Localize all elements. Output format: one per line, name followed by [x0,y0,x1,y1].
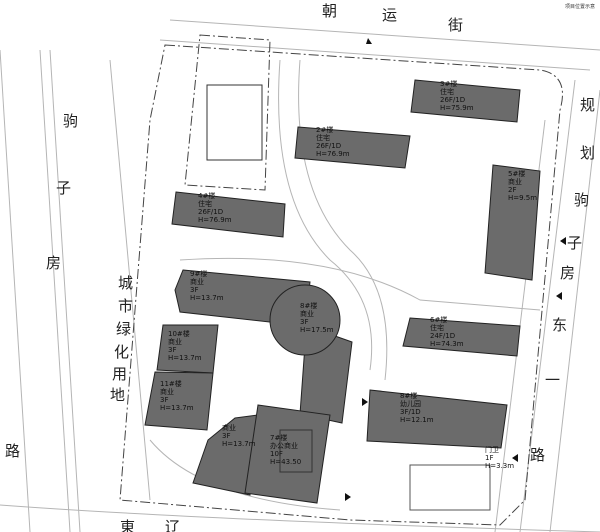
street-name-east: 东 [552,316,567,334]
building-label: H=76.9m [198,216,232,224]
building-label: 商业 [190,277,204,286]
street-name-south: 辽 [165,518,180,532]
building-label: H=13.7m [190,294,224,302]
green-space-label: 绿 [116,320,131,338]
green-space-label: 化 [114,343,129,361]
playground [409,464,491,511]
building-label: 9#楼 [190,269,207,278]
building-label: 3F [222,432,230,440]
building-label: H=3.3m [485,462,514,470]
street-name-west: 路 [5,442,20,460]
building-label: H=75.9m [440,104,474,112]
building-label: 8#楼 [300,301,317,310]
building-11 [144,371,214,431]
building-12 [192,414,259,496]
street-name-north: 运 [382,6,397,24]
building-label: 住宅 [316,133,330,142]
street-name-west: 驹 [63,112,78,130]
building-4 [171,191,286,238]
building-label: H=13.7m [160,404,194,412]
building-label: 门卫 [485,445,499,454]
building-label: 26F/1D [198,208,223,216]
building-label: 住宅 [440,87,454,96]
street-name-east: 驹 [574,191,589,209]
building-label: 26F/1D [316,142,341,150]
street-name-east: 子 [567,234,582,252]
building-label: 3F [300,318,308,326]
street-name-south: 東 [120,518,135,532]
building-label: 住宅 [430,323,444,332]
street-name-north: 街 [448,16,463,34]
building-label: H=13.7m [222,440,256,448]
street-name-east: 房 [560,264,575,282]
building-label: 商业 [508,177,522,186]
street-name-east: 规 [580,96,595,114]
building-label: 11#楼 [160,379,182,388]
building-label: H=12.1m [400,416,434,424]
street-name-west: 子 [56,179,71,197]
green-space-label: 用 [112,365,127,383]
building-label: H=43.50 [270,458,301,466]
building-3 [410,79,521,123]
green-space-label: 地 [110,386,125,404]
green-space-label: 市 [118,297,133,315]
site-boundary [119,44,563,526]
building-label: 7#楼 [270,433,287,442]
building-6 [402,317,521,357]
location-note: 项目位置示意 [565,3,595,10]
building-label: 办公商业 [270,441,298,450]
entrance-arrows [345,38,566,501]
building-8-rotunda [269,284,341,356]
building-label: 6#楼 [430,315,447,324]
building-label: 10F [270,450,283,458]
building-label: 3F/1D [400,408,421,416]
building-label: 4#楼 [198,191,215,200]
building-label: 商业 [168,337,182,346]
building-label: 3F [190,286,198,294]
building-label: 26F/1D [440,96,465,104]
building-label: 3F [168,346,176,354]
building-label: H=74.3m [430,340,464,348]
building-label: H=17.5m [300,326,334,334]
street-name-east: 一 [545,371,560,389]
building-label: 住宅 [198,199,212,208]
inner-boundary [184,34,271,191]
green-space-label: 城 [118,274,133,292]
building-label: 商业 [222,423,236,432]
building-label: 3F [160,396,168,404]
building-label: 商业 [160,387,174,396]
building-label: H=13.7m [168,354,202,362]
street-name-east: 划 [580,144,595,162]
building-label: 2#楼 [316,125,333,134]
building-7 [244,404,331,504]
building-label: 3#楼 [440,79,457,88]
building-label: 1F [485,454,493,462]
street-name-west: 房 [46,254,61,272]
building-label: H=9.5m [508,194,537,202]
building-label: 幼儿园 [400,399,421,408]
sports-court [206,84,263,161]
building-label: 5#楼 [508,169,525,178]
building-label: 2F [508,186,516,194]
street-name-east: 路 [530,446,545,464]
building-label: 8#楼 [400,391,417,400]
building-8 [366,389,508,449]
building-label: 商业 [300,309,314,318]
building-7-core [279,429,313,473]
building-label: 24F/1D [430,332,455,340]
building-2 [294,126,411,169]
building-label: 10#楼 [168,329,190,338]
building-label: H=76.9m [316,150,350,158]
street-name-north: 朝 [322,2,337,20]
building-5 [484,164,541,281]
